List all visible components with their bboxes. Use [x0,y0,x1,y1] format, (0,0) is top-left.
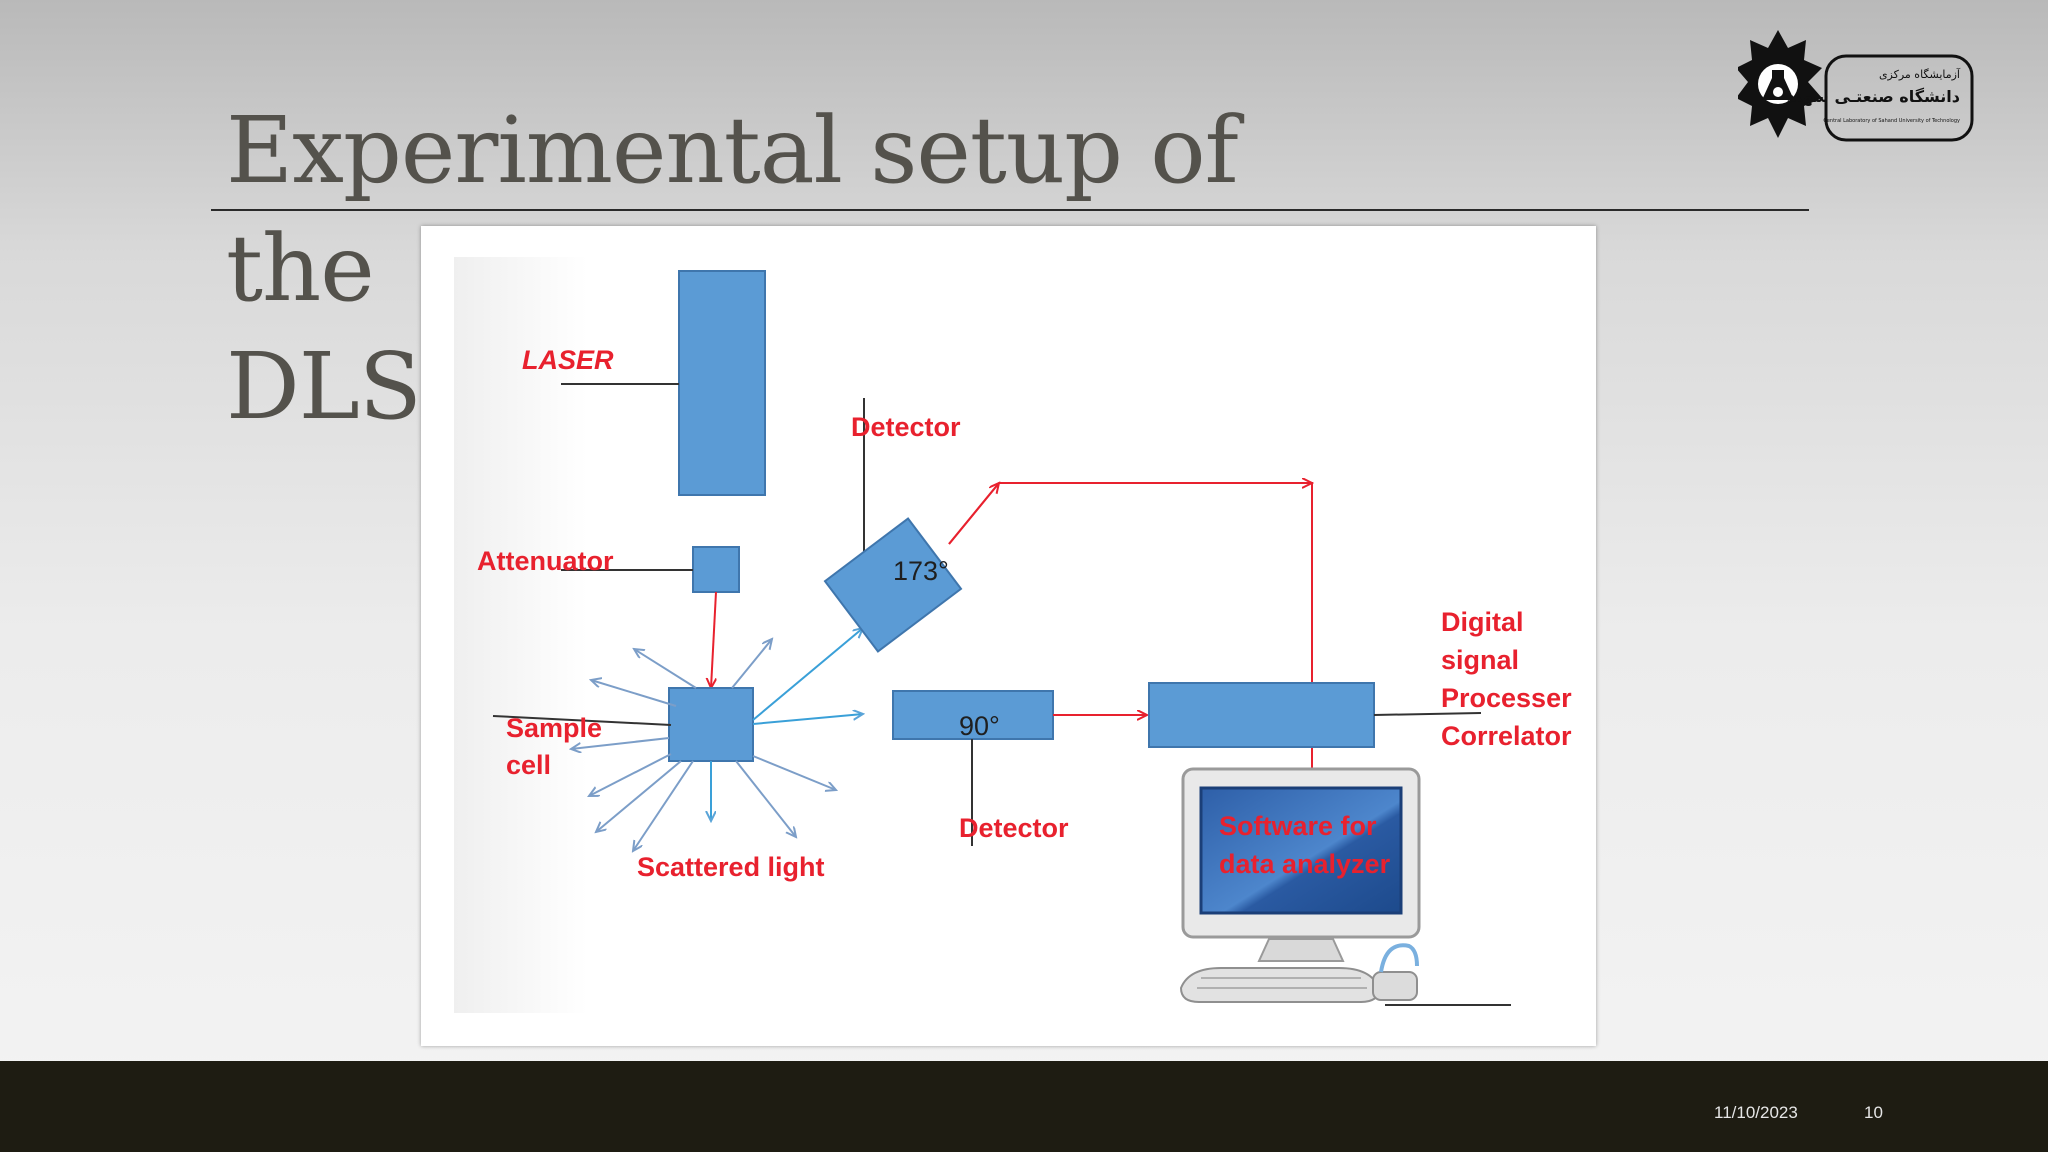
dsp-label-line1: Digital [1441,607,1524,637]
title-divider [211,209,1809,211]
university-logo: آزمایشگاه مرکزی دانشگاه صنعتـی سهند Cent… [1738,30,1974,142]
angle-90-label: 90° [959,711,1000,741]
logo-text-line-1: آزمایشگاه مرکزی [1879,67,1961,81]
laser-label: LASER [522,345,614,375]
software-label-line1: Software for [1219,811,1377,841]
sample-cell-label-line1: Sample [506,713,602,743]
title-line-2: DLS [226,333,422,440]
slide-number: 10 [1864,1103,1883,1122]
title-line-1: Experimental setup of the [226,97,1239,322]
dsp-label-line4: Correlator [1441,721,1572,751]
attenuator-box [692,546,740,593]
sample-cell-label-line2: cell [506,750,551,780]
scattered-light-rays [571,639,836,851]
sample-cell-box [668,687,754,762]
detector-173-box [823,517,963,653]
dls-diagram: LASER Attenuator Sample cell Scattered l… [421,226,1596,1046]
software-label-line2: data analyzer [1219,849,1391,879]
attenuator-label: Attenuator [477,546,614,576]
slide-footer [0,1061,2048,1152]
laser-box [678,270,766,496]
detector-90-box [892,690,1054,740]
correlator-box [1148,682,1375,748]
footer-date: 11/10/2023 [1714,1103,1798,1122]
detector-bottom-label: Detector [959,813,1069,843]
angle-173-label: 173° [893,556,949,586]
detector-top-label: Detector [851,412,961,442]
dsp-label-line2: signal [1441,645,1519,675]
logo-emblem-icon [1738,30,1822,138]
computer-icon [1179,767,1511,1006]
dsp-label-line3: Processer [1441,683,1572,713]
logo-text-line-3: Central Laboratory of Sahand University … [1823,118,1960,124]
slide-title: Experimental setup of the DLS [226,92,1376,446]
scattered-light-label: Scattered light [637,852,825,882]
logo-text-line-2: دانشگاه صنعتـی سهند [1787,87,1960,106]
